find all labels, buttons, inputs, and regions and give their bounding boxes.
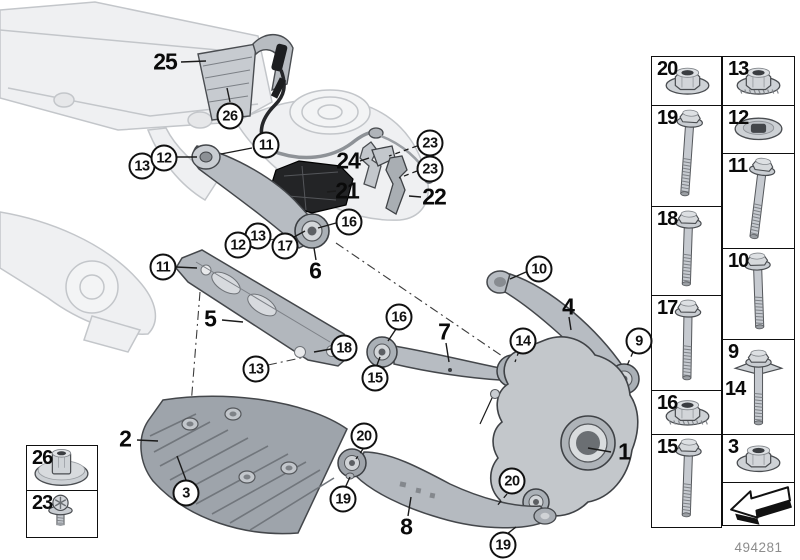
flange-lock-nut-icon xyxy=(665,399,710,426)
view-direction-box[interactable] xyxy=(722,482,795,527)
callout-circle-11[interactable]: 11 xyxy=(252,131,280,159)
part-label-1[interactable]: 1 xyxy=(618,438,631,465)
fastener-box-17[interactable]: 17 xyxy=(651,295,722,392)
trailing-arm-8-drawing xyxy=(337,448,557,529)
fastener-number: 12 xyxy=(728,107,749,130)
callout-circle-13[interactable]: 13 xyxy=(128,152,156,180)
part-label-21[interactable]: 21 xyxy=(335,177,360,204)
fastener-panel-column-1: 20 19 18 17 16 15 xyxy=(651,56,722,529)
callout-circle-15[interactable]: 15 xyxy=(361,364,389,392)
part-label-7[interactable]: 7 xyxy=(438,318,451,345)
fastener-box-13[interactable]: 13 xyxy=(722,56,795,107)
flange-nut-icon xyxy=(736,445,781,473)
callout-circle-17[interactable]: 17 xyxy=(271,232,299,260)
callout-circle-14[interactable]: 14 xyxy=(509,327,537,355)
fastener-box-12[interactable]: 12 xyxy=(722,105,795,155)
diagram-id: 494281 xyxy=(734,540,783,555)
hex-bolt-icon xyxy=(675,438,702,518)
callout-circle-23[interactable]: 23 xyxy=(416,129,444,157)
bracket-24-drawing xyxy=(359,141,382,189)
hex-bolt-icon xyxy=(675,210,702,287)
fastener-panel-column-2: 13 12 11 10 9 14 3 xyxy=(722,56,795,527)
fastener-number: 26 xyxy=(32,447,53,469)
fastener-number: 16 xyxy=(657,391,678,414)
fastener-box-18[interactable]: 18 xyxy=(651,205,722,297)
part-label-24[interactable]: 24 xyxy=(336,147,361,174)
callout-circle-20[interactable]: 20 xyxy=(350,422,378,450)
direction-arrow-icon xyxy=(730,486,792,526)
callout-circle-16[interactable]: 16 xyxy=(385,303,413,331)
callout-circle-20[interactable]: 20 xyxy=(498,467,526,495)
fastener-number: 23 xyxy=(32,492,53,515)
callout-circle-13[interactable]: 13 xyxy=(242,355,270,383)
part-label-6[interactable]: 6 xyxy=(309,257,322,284)
callout-circle-23[interactable]: 23 xyxy=(416,155,444,183)
fastener-number: 19 xyxy=(657,107,678,130)
fastener-number: 13 xyxy=(728,58,749,80)
part-label-5[interactable]: 5 xyxy=(204,305,217,332)
callout-circle-3[interactable]: 3 xyxy=(172,479,200,507)
fastener-number: 3 xyxy=(728,436,739,459)
plate-nut-icon xyxy=(34,448,89,486)
sensor-holder-22-drawing xyxy=(371,145,408,215)
fastener-box-19[interactable]: 19 xyxy=(651,105,722,208)
callout-circle-12[interactable]: 12 xyxy=(224,231,252,259)
hex-bolt-icon xyxy=(748,157,776,239)
fastener-box-16[interactable]: 16 xyxy=(651,389,722,436)
callout-circle-9[interactable]: 9 xyxy=(625,327,653,355)
torx-screw-icon xyxy=(48,495,73,527)
underbody-shield-2-drawing xyxy=(140,395,348,535)
corner-fastener-boxes: 26 23 xyxy=(26,445,98,539)
fastener-number: 14 xyxy=(725,377,746,400)
fastener-box-11[interactable]: 11 xyxy=(722,152,795,250)
callout-circle-19[interactable]: 19 xyxy=(489,531,517,559)
rear-subframe-drawing xyxy=(0,1,429,353)
fastener-number: 11 xyxy=(728,154,748,177)
callout-circle-10[interactable]: 10 xyxy=(525,255,553,283)
fastener-number: 15 xyxy=(657,436,678,459)
part-label-4[interactable]: 4 xyxy=(562,293,575,320)
part-label-22[interactable]: 22 xyxy=(422,183,447,210)
part-label-2[interactable]: 2 xyxy=(119,425,132,452)
callout-circle-26[interactable]: 26 xyxy=(216,102,244,130)
callout-circle-18[interactable]: 18 xyxy=(330,334,358,362)
fastener-number: 18 xyxy=(657,207,678,230)
callout-circle-16[interactable]: 16 xyxy=(335,208,363,236)
fastener-number: 17 xyxy=(657,297,678,320)
fastener-box-9[interactable]: 9 14 xyxy=(722,338,795,436)
part-label-25[interactable]: 25 xyxy=(153,48,178,75)
hex-bolt-icon xyxy=(676,110,703,197)
fastener-box-3[interactable]: 3 xyxy=(722,434,795,485)
fastener-box-26[interactable]: 26 xyxy=(26,445,98,492)
washer-icon xyxy=(734,117,783,141)
fastener-box-23[interactable]: 23 xyxy=(26,490,98,539)
flange-nut-icon xyxy=(665,67,710,95)
cone-washer-bolt-icon xyxy=(733,349,784,425)
upper-control-arm-drawing xyxy=(191,144,330,249)
callout-circle-11[interactable]: 11 xyxy=(149,253,177,281)
hex-bolt-icon xyxy=(674,299,702,381)
fastener-box-20[interactable]: 20 xyxy=(651,56,722,107)
reinforcement-brace-5-drawing xyxy=(175,249,358,367)
fastener-number: 10 xyxy=(728,250,749,273)
callout-circle-12[interactable]: 12 xyxy=(150,144,178,172)
fastener-box-15[interactable]: 15 xyxy=(651,434,722,529)
fastener-number: 20 xyxy=(657,58,678,80)
flange-lock-nut-icon xyxy=(736,67,781,95)
fastener-box-10[interactable]: 10 xyxy=(722,248,795,341)
fastener-number: 9 xyxy=(728,340,739,363)
hex-bolt-icon xyxy=(744,252,771,330)
part-label-8[interactable]: 8 xyxy=(400,513,413,540)
callout-circle-19[interactable]: 19 xyxy=(329,485,357,513)
